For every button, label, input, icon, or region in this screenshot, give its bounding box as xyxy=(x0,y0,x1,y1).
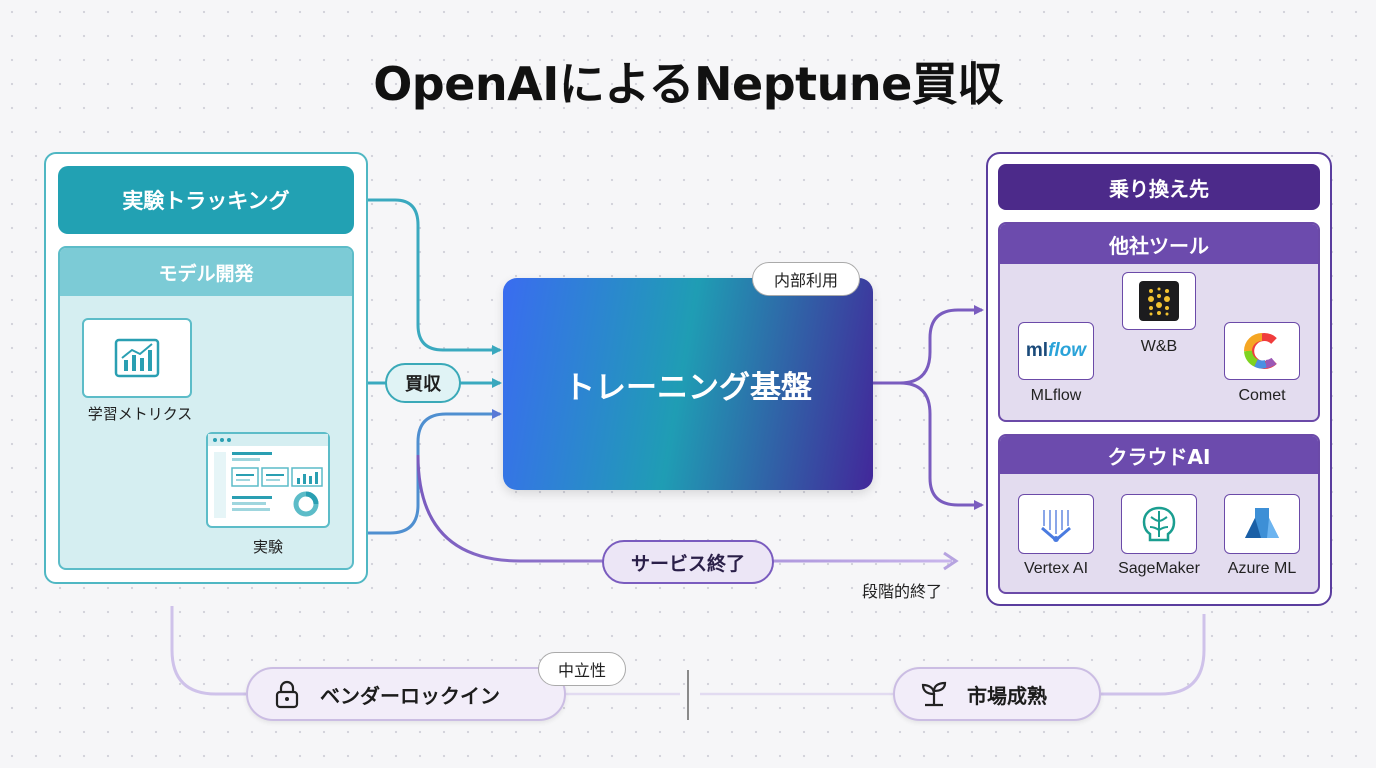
sprout-icon xyxy=(917,677,951,711)
platform-to-cloud-line xyxy=(873,381,984,510)
sagemaker-label: SageMaker xyxy=(1118,560,1200,577)
azure-ml-logo-icon xyxy=(1245,508,1279,538)
page-title: OpenAIによるNeptune買収 xyxy=(373,57,1003,111)
gradual-end-label: 段階的終了 xyxy=(861,582,942,601)
azure-ml-label: Azure ML xyxy=(1227,560,1297,577)
vertex-ai-card xyxy=(1018,494,1094,554)
experiment-to-platform-line xyxy=(368,409,502,535)
lock-icon xyxy=(270,677,304,711)
vendor-lockin-pill: ベンダーロックイン xyxy=(246,667,566,721)
metrics-card xyxy=(82,318,192,398)
tracking-header: 実験トラッキング xyxy=(58,166,354,234)
vendor-lockin-label: ベンダーロックイン xyxy=(320,683,500,708)
comet-logo-icon xyxy=(1244,333,1277,369)
chart-icon xyxy=(114,338,160,378)
maturity-connector xyxy=(1101,614,1206,696)
market-maturity-pill: 市場成熟 xyxy=(893,667,1101,721)
azure-ml-card xyxy=(1224,494,1300,554)
comet-label: Comet xyxy=(1238,387,1286,404)
service-end-line xyxy=(416,454,952,563)
model-development-header: モデル開発 xyxy=(60,248,352,296)
experiment-card xyxy=(206,432,330,528)
dashboard-icon xyxy=(208,434,328,518)
sagemaker-logo-icon xyxy=(1142,506,1176,542)
service-end-arrow xyxy=(943,551,959,571)
comet-card xyxy=(1224,322,1300,380)
market-maturity-label: 市場成熟 xyxy=(967,683,1047,708)
vertex-ai-logo-icon xyxy=(1041,510,1071,542)
mlflow-label: MLflow xyxy=(1030,387,1082,404)
mlflow-card: mlflow xyxy=(1018,322,1094,380)
destination-header: 乗り換え先 xyxy=(998,164,1320,210)
lockin-connector xyxy=(170,606,246,696)
metrics-label: 学習メトリクス xyxy=(87,405,193,423)
vertex-ai-label: Vertex AI xyxy=(1023,560,1089,577)
training-platform-box: トレーニング基盤 xyxy=(503,278,873,490)
service-end-pill: サービス終了 xyxy=(602,540,774,584)
mlflow-logo-icon: mlflow xyxy=(1025,340,1087,361)
cloud-ai-header: クラウドAI xyxy=(1000,436,1318,474)
wandb-card xyxy=(1122,272,1196,330)
sagemaker-card xyxy=(1121,494,1197,554)
platform-to-other-tools-line xyxy=(873,305,984,385)
acquire-pill: 買収 xyxy=(385,363,461,403)
neutrality-badge: 中立性 xyxy=(538,652,626,686)
wandb-logo-icon xyxy=(1139,281,1179,321)
tracking-to-platform-line xyxy=(368,198,502,355)
other-tools-header: 他社ツール xyxy=(1000,224,1318,264)
internal-use-badge: 内部利用 xyxy=(752,262,860,296)
wandb-label: W&B xyxy=(1140,338,1178,355)
experiment-label: 実験 xyxy=(252,538,283,556)
